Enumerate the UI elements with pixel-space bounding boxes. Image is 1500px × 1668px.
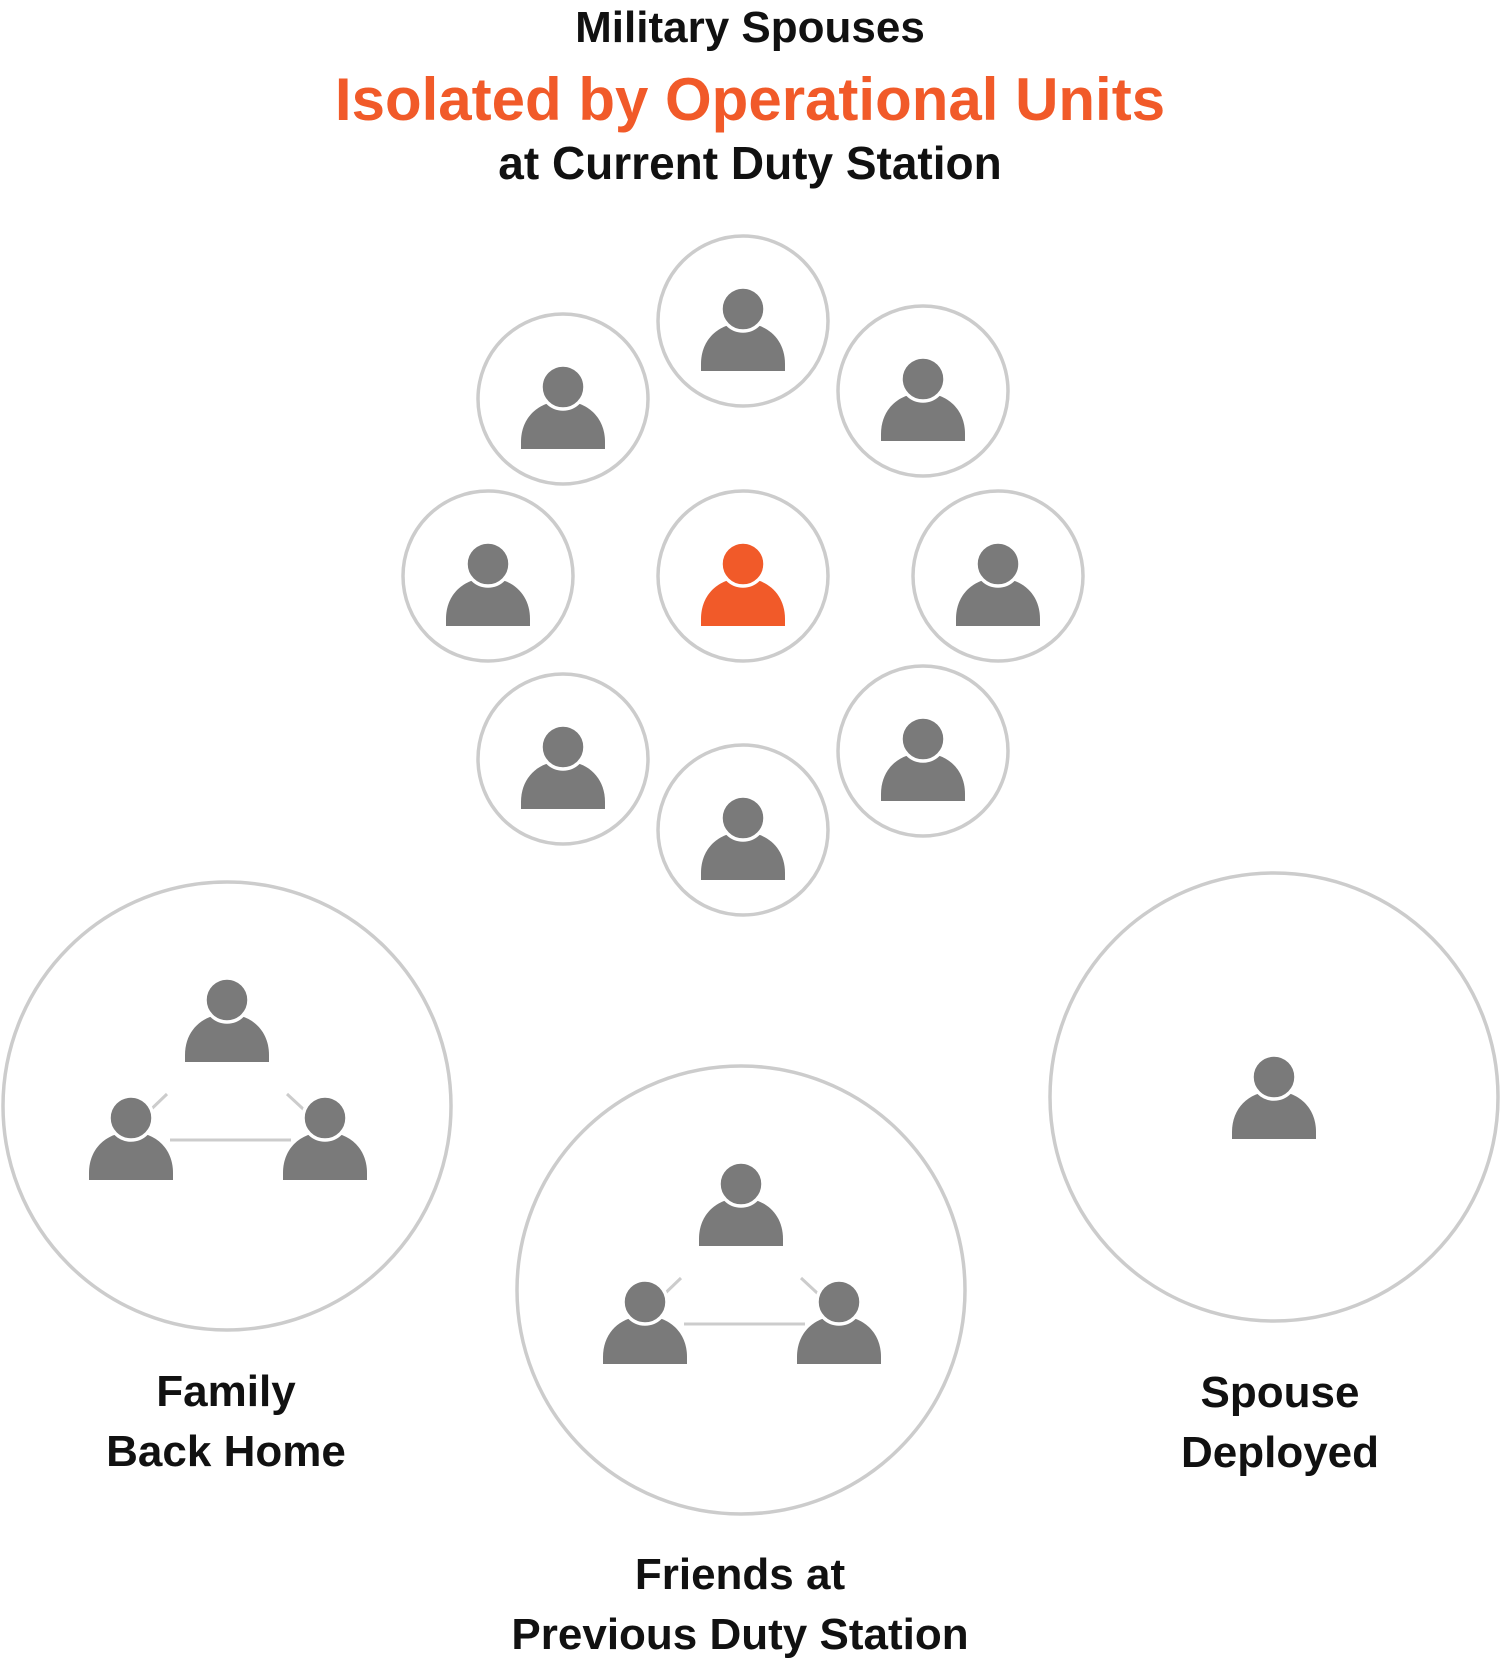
person-icon <box>699 1160 783 1246</box>
person-head <box>974 540 1022 588</box>
person-body <box>701 832 785 880</box>
person-icon <box>283 1094 367 1180</box>
person-head <box>203 976 251 1024</box>
person-icon <box>89 1094 173 1180</box>
person-body <box>283 1132 367 1180</box>
person-body <box>603 1316 687 1364</box>
family-back-home-group-circle <box>1 880 453 1332</box>
person-icon <box>881 715 965 801</box>
spouse-deployed-group <box>1048 871 1500 1323</box>
person-body <box>521 401 605 449</box>
person-icon <box>446 540 530 626</box>
family-label-line-1: Family <box>156 1367 296 1416</box>
person-icon <box>521 723 605 809</box>
person-head <box>899 715 947 763</box>
person-body <box>956 578 1040 626</box>
title-line-3: at Current Duty Station <box>498 137 1002 189</box>
person-icon <box>521 363 605 449</box>
person-head <box>717 1160 765 1208</box>
spouse-label-line-1: Spouse <box>1200 1368 1360 1417</box>
person-head <box>539 363 587 411</box>
person-icon <box>603 1278 687 1364</box>
person-body <box>701 323 785 371</box>
person-icon <box>797 1278 881 1364</box>
person-head <box>719 285 767 333</box>
person-head <box>719 794 767 842</box>
family-back-home-group <box>1 880 453 1332</box>
person-head <box>621 1278 669 1326</box>
title-highlight: Isolated by Operational Units <box>334 66 1166 133</box>
person-head <box>815 1278 863 1326</box>
isolated-spouse-icon <box>701 540 785 626</box>
person-head <box>301 1094 349 1142</box>
friends-label-line-1: Friends at <box>634 1550 846 1599</box>
spouse-deployed-label: Spouse Deployed <box>1130 1363 1430 1483</box>
operational-unit-cluster <box>401 234 1085 917</box>
person-icon <box>701 285 785 371</box>
person-head <box>1250 1053 1298 1101</box>
person-icon <box>185 976 269 1062</box>
person-body <box>881 393 965 441</box>
person-body <box>89 1132 173 1180</box>
person-icon <box>881 355 965 441</box>
person-body <box>797 1316 881 1364</box>
person-head <box>107 1094 155 1142</box>
person-body <box>701 578 785 626</box>
person-icon <box>956 540 1040 626</box>
person-head <box>464 540 512 588</box>
friends-previous-station-label: Friends at Previous Duty Station <box>440 1545 1040 1665</box>
person-body <box>699 1198 783 1246</box>
person-body <box>446 578 530 626</box>
family-label-line-2: Back Home <box>106 1427 346 1476</box>
person-body <box>185 1014 269 1062</box>
person-icon <box>701 794 785 880</box>
person-body <box>1232 1091 1316 1139</box>
friends-label-line-2: Previous Duty Station <box>511 1610 969 1659</box>
person-head <box>539 723 587 771</box>
family-back-home-label: Family Back Home <box>76 1362 376 1482</box>
person-icon <box>1232 1053 1316 1139</box>
person-head <box>899 355 947 403</box>
person-body <box>521 761 605 809</box>
spouse-label-line-2: Deployed <box>1180 1428 1380 1477</box>
title-line-1: Military Spouses <box>575 3 925 52</box>
friends-previous-station-group-circle <box>515 1064 967 1516</box>
person-body <box>881 753 965 801</box>
friends-previous-station-group <box>515 1064 967 1516</box>
person-head <box>719 540 767 588</box>
